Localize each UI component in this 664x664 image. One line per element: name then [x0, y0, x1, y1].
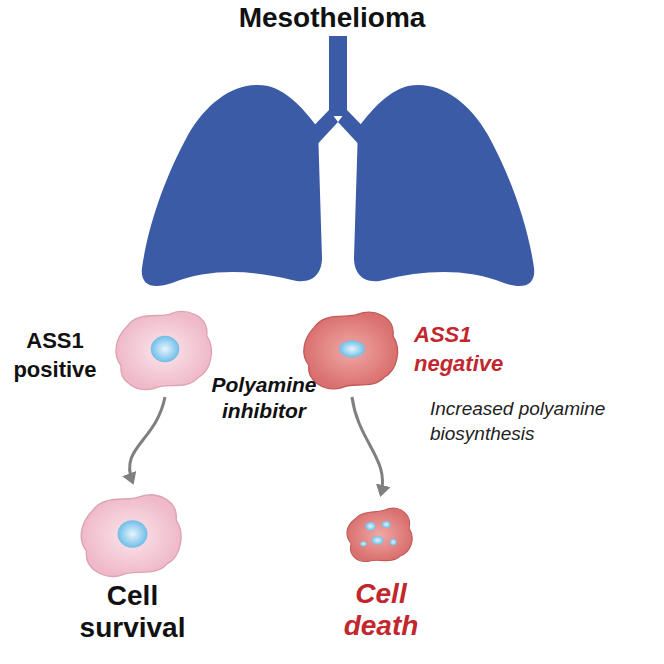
edge-label: Increased polyamine biosynthesis — [430, 397, 655, 446]
left-lung — [142, 85, 322, 286]
vesicle — [382, 521, 391, 528]
cell-label: Cell death — [335, 578, 427, 642]
cell-label: Cell survival — [70, 580, 195, 644]
trachea — [329, 36, 347, 116]
cell-shape — [70, 488, 195, 580]
vesicle — [390, 539, 397, 546]
nucleus — [118, 520, 148, 548]
vesicle — [365, 522, 376, 531]
cell-membrane — [347, 508, 412, 561]
process-arrow — [130, 397, 165, 482]
diagram-title: Mesothelioma — [0, 2, 664, 34]
lungs — [142, 36, 534, 286]
nucleus — [151, 336, 180, 362]
cell-shape — [110, 305, 220, 393]
cell-node: ASS1 positive — [2, 305, 220, 393]
dying-cell — [336, 500, 426, 570]
cell-membrane — [304, 312, 398, 389]
vesicle — [360, 541, 367, 546]
cell-node: Cell death — [335, 500, 427, 642]
cell-node: Cell survival — [70, 488, 195, 644]
cell-label: ASS1 positive — [2, 327, 108, 384]
annotation-label: Polyamine inhibitor — [198, 372, 330, 425]
cell-label-group: ASS1 negative — [414, 321, 564, 378]
vesicle — [371, 536, 383, 545]
right-lung — [354, 85, 534, 286]
cell-label: ASS1 negative — [414, 321, 564, 378]
cell-label-group: ASS1 positive — [2, 327, 108, 384]
cell-label-group: Cell survival — [70, 580, 195, 644]
process-arrow — [352, 397, 383, 494]
cell-membrane — [81, 495, 181, 576]
cell-membrane — [116, 312, 211, 390]
nucleus — [339, 340, 365, 357]
cell-node: ASS1 negative — [298, 305, 564, 393]
cell-label-group: Cell death — [335, 578, 427, 642]
